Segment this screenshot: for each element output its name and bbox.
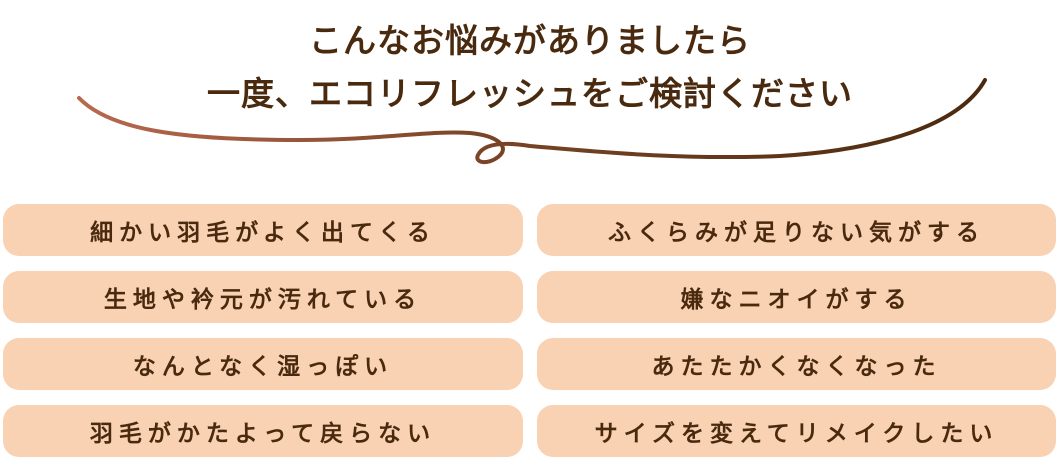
- concern-label: 羽毛がかたよって戻らない: [89, 421, 437, 447]
- concern-item: サイズを変えてリメイクしたい: [537, 405, 1056, 457]
- concern-item: 細かい羽毛がよく出てくる: [3, 204, 523, 256]
- concern-label: 細かい羽毛がよく出てくる: [90, 220, 436, 246]
- concern-label: なんとなく湿っぽい: [132, 354, 394, 380]
- concern-item: 生地や衿元が汚れている: [3, 271, 523, 323]
- heading-line-1: こんなお悩みがありましたら: [309, 21, 751, 60]
- concern-label: あたたかくなくなった: [651, 354, 942, 380]
- heading-line-2: 一度、エコリフレッシュをご検討ください: [207, 74, 853, 113]
- concern-item: なんとなく湿っぽい: [3, 338, 523, 390]
- concern-item: あたたかくなくなった: [537, 338, 1056, 390]
- concern-item: 嫌なニオイがする: [537, 271, 1056, 323]
- concern-label: 生地や衿元が汚れている: [103, 287, 423, 313]
- concerns-list: 細かい羽毛がよく出てくる ふくらみが足りない気がする 生地や衿元が汚れている 嫌…: [3, 204, 1056, 457]
- concern-label: 嫌なニオイがする: [680, 287, 913, 313]
- concern-label: サイズを変えてリメイクしたい: [594, 421, 999, 447]
- concern-label: ふくらみが足りない気がする: [608, 220, 985, 246]
- concern-item: 羽毛がかたよって戻らない: [3, 405, 523, 457]
- section-heading: こんなお悩みがありましたら 一度、エコリフレッシュをご検討ください: [0, 14, 1060, 120]
- concern-item: ふくらみが足りない気がする: [537, 204, 1056, 256]
